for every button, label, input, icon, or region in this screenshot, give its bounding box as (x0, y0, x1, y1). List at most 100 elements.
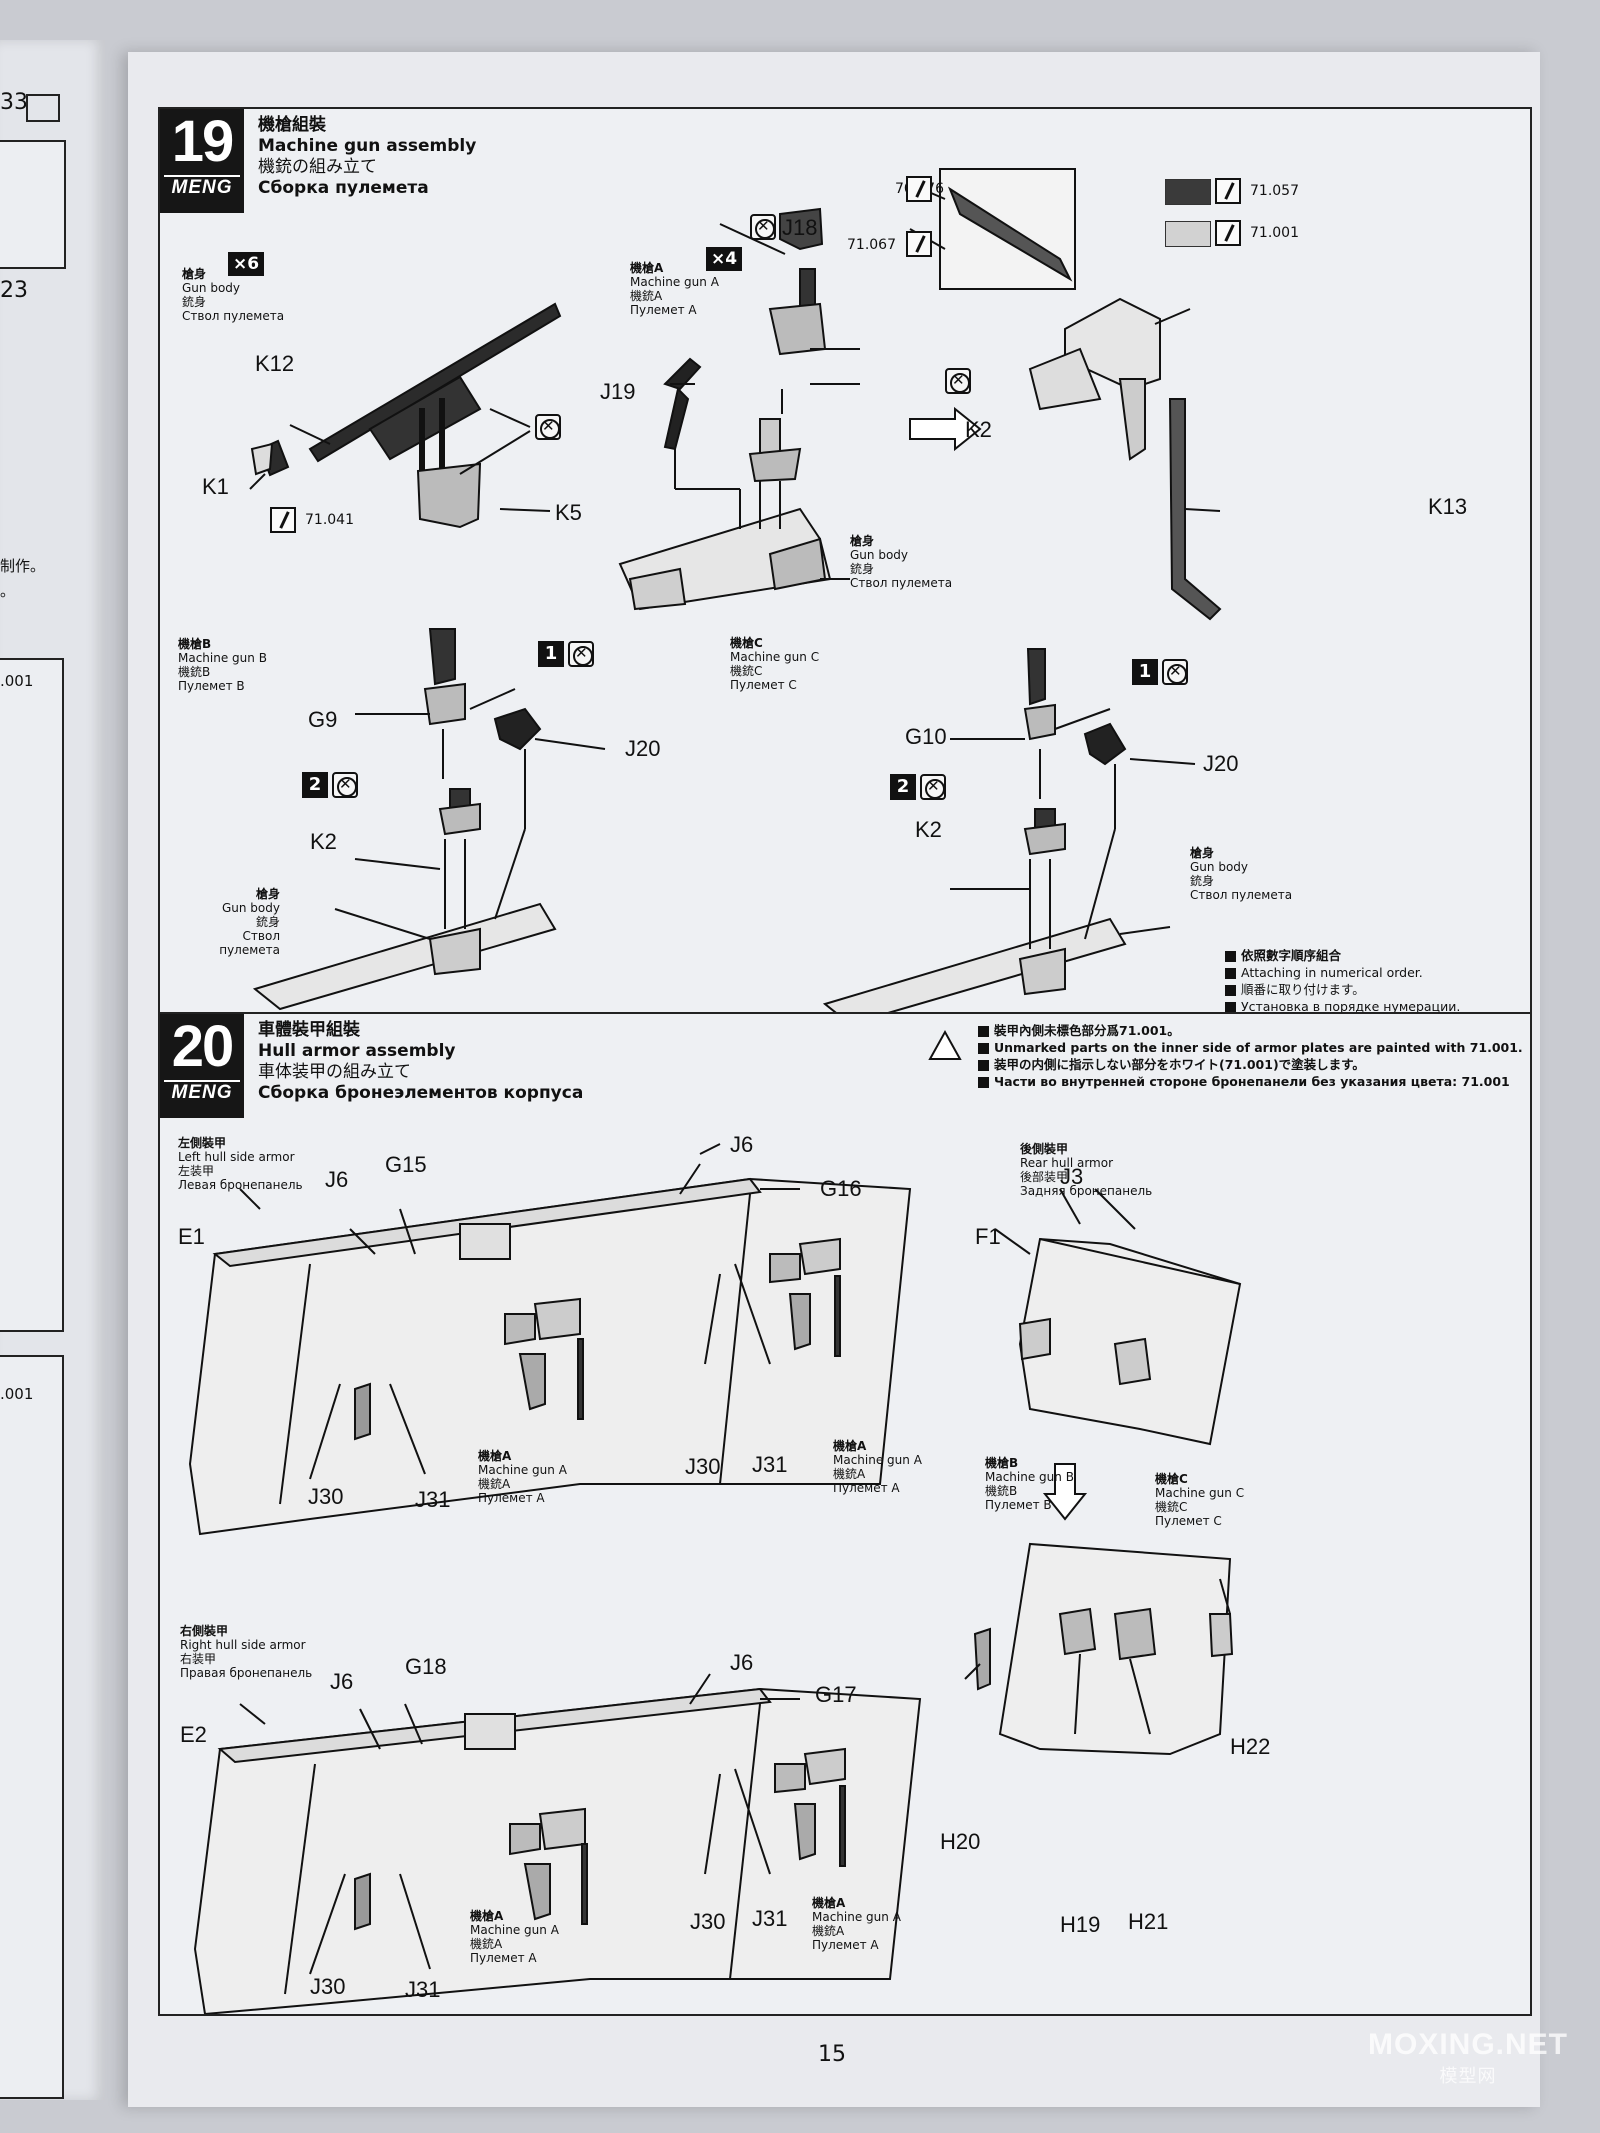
part-k13: K13 (1428, 494, 1468, 519)
part-j20-b: J20 (625, 736, 661, 761)
gun-body-caption: 槍身 Gun body 銃身 Ствол пулемета (182, 267, 285, 323)
left-page-number-top: 33 (0, 90, 28, 115)
part-f1: F1 (975, 1224, 1001, 1249)
part-e1: E1 (178, 1224, 205, 1249)
left-page-text: 制作。 (0, 557, 46, 575)
paint-code-71001: 71.001 (1250, 225, 1299, 241)
part-g15: G15 (385, 1152, 427, 1177)
machine-gun-a-caption: 機槍A Machine gun A 機銃A Пулемет A (630, 261, 719, 317)
part-j20-c: J20 (1203, 751, 1239, 776)
order-number-1: 1 (538, 641, 564, 667)
order-number-2: 2 (302, 772, 328, 798)
title-jp: 機銃の組み立て (258, 157, 377, 177)
part-k2-a: K2 (965, 417, 992, 442)
instruction-page: 19 MENG 機槍組裝 Machine gun assembly 機銃の組み立… (128, 52, 1540, 2107)
left-page-text-2: 。 (0, 582, 16, 600)
machine-gun-a-caption: 機槍A Machine gun A 機銃A Пулемет A (470, 1909, 559, 1965)
quantity-badge-x6: ×6 (228, 252, 265, 276)
step-number: 20 (171, 1014, 235, 1079)
title-en: Machine gun assembly (258, 136, 477, 156)
machine-gun-c-caption: 機槍C Machine gun C 機銃C Пулемет C (1155, 1472, 1245, 1528)
step-number: 19 (171, 109, 235, 174)
gun-body-caption-c: 槍身 Gun body 銃身 Ствол пулемета (1190, 846, 1293, 902)
step-20-title: 車體裝甲組裝 Hull armor assembly 車体装甲の組み立て Сбо… (258, 1020, 583, 1104)
part-j6-c: J6 (330, 1669, 354, 1694)
part-j30-b: J30 (685, 1454, 721, 1479)
part-e2: E2 (180, 1722, 207, 1747)
step-19-illustration (249, 168, 1222, 1024)
title-zh: 車體裝甲組裝 (258, 1020, 360, 1040)
part-h21: H21 (1128, 1909, 1169, 1934)
part-h19: H19 (1060, 1912, 1101, 1937)
part-j30-d: J30 (690, 1909, 726, 1934)
title-en: Hull armor assembly (258, 1041, 456, 1061)
machine-gun-b-caption: 機槍B Machine gun B 機銃B Пулемет B (178, 637, 267, 693)
part-g9: G9 (308, 707, 338, 732)
step-20-illustration (188, 1029, 1242, 2014)
paint-code-71067: 71.067 (847, 237, 896, 253)
order-number-2: 2 (890, 774, 916, 800)
left-page-number-mid: 23 (0, 278, 28, 303)
left-page-box-3 (0, 1355, 64, 2099)
no-glue-icon (535, 414, 561, 440)
part-k1: K1 (202, 474, 229, 499)
part-g18: G18 (405, 1654, 447, 1679)
paint-brush-icon (906, 176, 932, 202)
title-ru: Сборка бронеэлементов корпуса (258, 1083, 584, 1103)
paint-code-71057: 71.057 (1250, 183, 1299, 199)
gun-body-caption-b: 槍身 Gun body 銃身 Ствол пулемета (219, 887, 280, 957)
gun-body-caption-a: 槍身 Gun body 銃身 Ствол пулемета (850, 534, 953, 590)
paint-brush-icon (270, 507, 296, 533)
part-k5: K5 (555, 500, 582, 525)
part-j6-b: J6 (730, 1132, 754, 1157)
page-number: 15 (818, 2042, 846, 2067)
paint-code-71041: 71.041 (305, 512, 354, 528)
part-j6-d: J6 (730, 1650, 754, 1675)
no-glue-icon (568, 641, 594, 667)
no-glue-icon (1162, 659, 1188, 685)
color-swatch-dark (1165, 179, 1211, 205)
paint-brush-icon (1215, 178, 1241, 204)
right-hull-armor-caption: 右側裝甲 Right hull side armor 右装甲 Правая бр… (180, 1624, 313, 1680)
left-hull-armor-caption: 左側裝甲 Left hull side armor 左装甲 Левая брон… (178, 1136, 303, 1192)
part-j31-d: J31 (752, 1906, 788, 1931)
no-glue-icon (945, 368, 971, 394)
step-20-panel: 20 MENG 車體裝甲組裝 Hull armor assembly 車体装甲の… (158, 1012, 1532, 2016)
left-page-box-1 (0, 140, 66, 269)
site-watermark: MOXING.NET 模型网 (1367, 2028, 1568, 2086)
brand-logo: MENG (164, 1080, 240, 1104)
paint-warning-note: 裝甲內側未標色部分爲71.001。 Unmarked parts on the … (978, 1022, 1523, 1090)
no-glue-icon (920, 774, 946, 800)
color-swatch-light (1165, 221, 1211, 247)
part-j30-c: J30 (310, 1974, 346, 1999)
brand-logo: MENG (164, 175, 240, 199)
step-19-badge: 19 MENG (160, 109, 244, 213)
warning-icon (928, 1029, 962, 1060)
part-j18: J18 (782, 215, 818, 240)
left-page-icon (26, 94, 60, 122)
part-g10: G10 (905, 724, 947, 749)
part-j31-c: J31 (405, 1977, 441, 2002)
part-j6-a: J6 (325, 1167, 349, 1192)
part-j19: J19 (600, 379, 636, 404)
paint-brush-icon (1215, 220, 1241, 246)
rear-hull-armor-caption: 後側裝甲 Rear hull armor 後部装甲 Задняя бронепа… (1020, 1142, 1153, 1198)
part-h22: H22 (1230, 1734, 1271, 1759)
left-page-box-2 (0, 658, 64, 1332)
title-ru: Сборка пулемета (258, 178, 429, 198)
left-page-paint-1: .001 (0, 672, 34, 690)
part-j30-a: J30 (308, 1484, 344, 1509)
machine-gun-a-caption: 機槍A Machine gun A 機銃A Пулемет A (812, 1896, 901, 1952)
machine-gun-a-caption: 機槍A Machine gun A 機銃A Пулемет A (833, 1439, 922, 1495)
part-h20: H20 (940, 1829, 981, 1854)
step-20-badge: 20 MENG (160, 1014, 244, 1118)
previous-page-edge: 33 23 制作。 。 .001 .001 (0, 40, 105, 2100)
quantity-badge-x4: ×4 (706, 247, 743, 271)
step-19-title: 機槍組裝 Machine gun assembly 機銃の組み立て Сборка… (258, 115, 476, 199)
part-g17: G17 (815, 1682, 857, 1707)
numerical-order-note: 依照數字順序組合 Attaching in numerical order. 順… (1225, 947, 1460, 1015)
title-zh: 機槍組裝 (258, 115, 326, 135)
part-j3: J3 (1060, 1164, 1084, 1189)
no-glue-icon (750, 214, 776, 240)
machine-gun-c-caption: 機槍C Machine gun C 機銃C Пулемет C (730, 636, 820, 692)
